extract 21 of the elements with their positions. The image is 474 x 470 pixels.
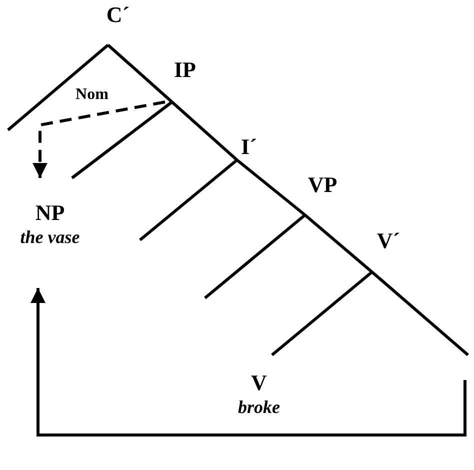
tree-branch (139, 158, 238, 242)
word-label: broke (238, 396, 280, 418)
category-label: C´ (106, 2, 130, 28)
category-label: NP (35, 200, 65, 226)
tree-branch (171, 100, 238, 162)
category-label: V (251, 370, 267, 396)
category-label: V´ (376, 228, 400, 254)
arrow (30, 288, 466, 436)
category-label: IP (174, 57, 196, 83)
tree-branch (371, 270, 469, 356)
arrow (32, 100, 166, 178)
tree-branch (7, 44, 109, 132)
tree-branch (204, 214, 306, 300)
tree-branch (271, 270, 373, 356)
tree-branch (107, 44, 173, 104)
category-label: VP (308, 172, 338, 198)
tree-branch (236, 158, 306, 216)
word-label: the vase (20, 226, 80, 248)
tree-branch (71, 100, 173, 180)
tree-branch (304, 214, 373, 274)
category-label: I´ (241, 134, 257, 160)
